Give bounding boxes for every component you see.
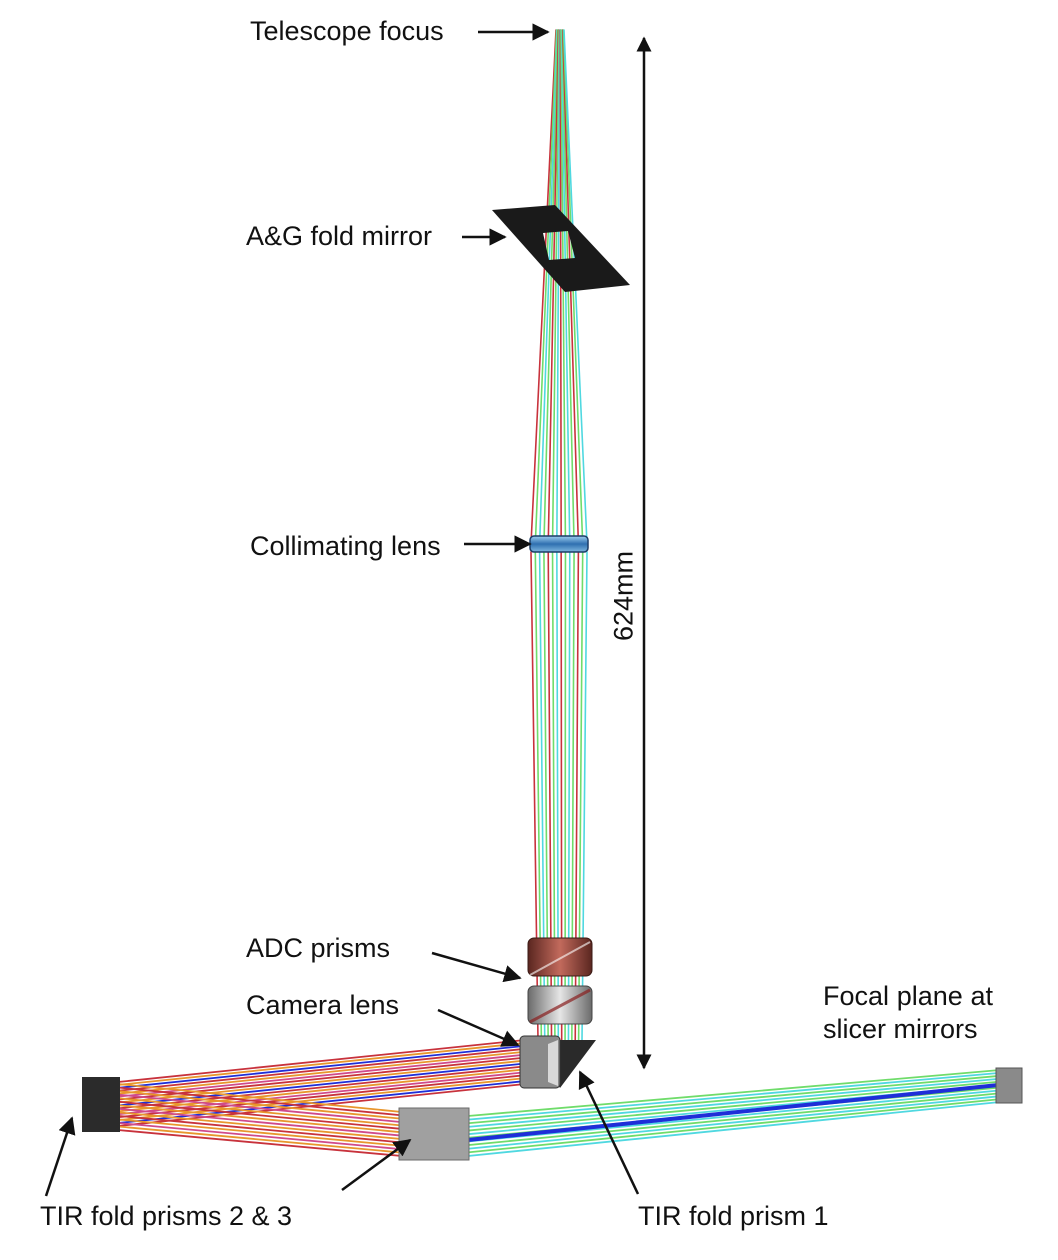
- ray: [467, 1101, 1001, 1157]
- adc-prisms: [527, 937, 593, 977]
- ray: [117, 1100, 403, 1130]
- ray: [534, 29, 558, 545]
- focal-plane-word-2: plane: [896, 981, 963, 1011]
- ray: [467, 1074, 1001, 1125]
- focal-plane-label: Focal plane at slicer mirrors: [823, 980, 993, 1046]
- ray: [117, 1074, 526, 1119]
- ray: [466, 1082, 1010, 1142]
- adc-prisms-label: ADC prisms: [246, 933, 391, 963]
- ray: [117, 1114, 403, 1144]
- ray: [117, 1086, 403, 1117]
- ray: [117, 1107, 403, 1137]
- dimension-label: 624mm: [609, 542, 639, 650]
- ray: [551, 29, 560, 545]
- tir-fold-prisms-2-3-block: [82, 1077, 120, 1132]
- ray: [467, 1089, 1001, 1143]
- ray: [117, 1047, 526, 1092]
- return-ray-bundle: [117, 1083, 403, 1157]
- ray: [530, 29, 557, 545]
- ray: [547, 29, 560, 545]
- vertical-ray-bundle: [530, 29, 588, 1041]
- camera-lens-label: Camera lens: [246, 990, 400, 1020]
- ray: [467, 1077, 1001, 1128]
- ray: [117, 1056, 526, 1101]
- tir-fold-prism-center: [398, 1107, 470, 1161]
- ray: [117, 1097, 403, 1127]
- right-ray-bundle: [466, 1069, 1010, 1157]
- camera-lens-arrow: [437, 1008, 520, 1047]
- ray: [556, 29, 561, 545]
- tir-fold-prism-1-arrow: [578, 1070, 640, 1195]
- collimating-lens-label: Collimating lens: [250, 531, 441, 561]
- tir-fold-prisms-2-3-arrow: [44, 1116, 76, 1197]
- collimating-lens: [529, 535, 589, 553]
- ray: [117, 1044, 526, 1089]
- ray: [117, 1118, 403, 1147]
- ray: [467, 1069, 1001, 1117]
- focal-plane-word-3: at: [970, 981, 993, 1011]
- ray: [467, 1080, 1001, 1132]
- tir-fold-prism-1-label: TIR fold prism 1: [638, 1201, 829, 1231]
- camera-lens: [527, 985, 593, 1025]
- ray: [117, 1122, 403, 1151]
- focal-plane-line-2: slicer mirrors: [823, 1014, 978, 1044]
- focal-plane-word-1: Focal: [823, 981, 890, 1011]
- ray: [117, 1129, 403, 1157]
- ray: [538, 29, 559, 545]
- ray: [543, 29, 559, 545]
- ray: [117, 1077, 526, 1122]
- ray: [117, 1053, 526, 1098]
- adc-prisms-arrow: [431, 951, 522, 983]
- tir-fold-prism-1: [519, 1035, 596, 1089]
- focal-plane-slicer-block: [995, 1067, 1023, 1104]
- ray: [467, 1098, 1001, 1154]
- ag-fold-mirror: [492, 205, 630, 292]
- ray: [467, 1072, 1001, 1121]
- tir-fold-prism-center-arrow: [341, 1138, 412, 1192]
- telescope-focus-label: Telescope focus: [250, 16, 444, 46]
- ray: [117, 1104, 403, 1134]
- tir-fold-prisms-2-3-label: TIR fold prisms 2 & 3: [40, 1201, 293, 1231]
- ray: [117, 1050, 526, 1095]
- ray: [117, 1093, 403, 1124]
- ray: [467, 1092, 1001, 1146]
- ray: [117, 1071, 526, 1116]
- ray: [117, 1111, 403, 1140]
- ray: [117, 1083, 403, 1113]
- ray: [117, 1125, 403, 1154]
- ray: [117, 1042, 526, 1086]
- ag-fold-mirror-label: A&G fold mirror: [246, 221, 433, 251]
- ray: [117, 1039, 526, 1083]
- ray: [467, 1095, 1001, 1150]
- ray: [117, 1059, 526, 1104]
- ray: [117, 1090, 403, 1120]
